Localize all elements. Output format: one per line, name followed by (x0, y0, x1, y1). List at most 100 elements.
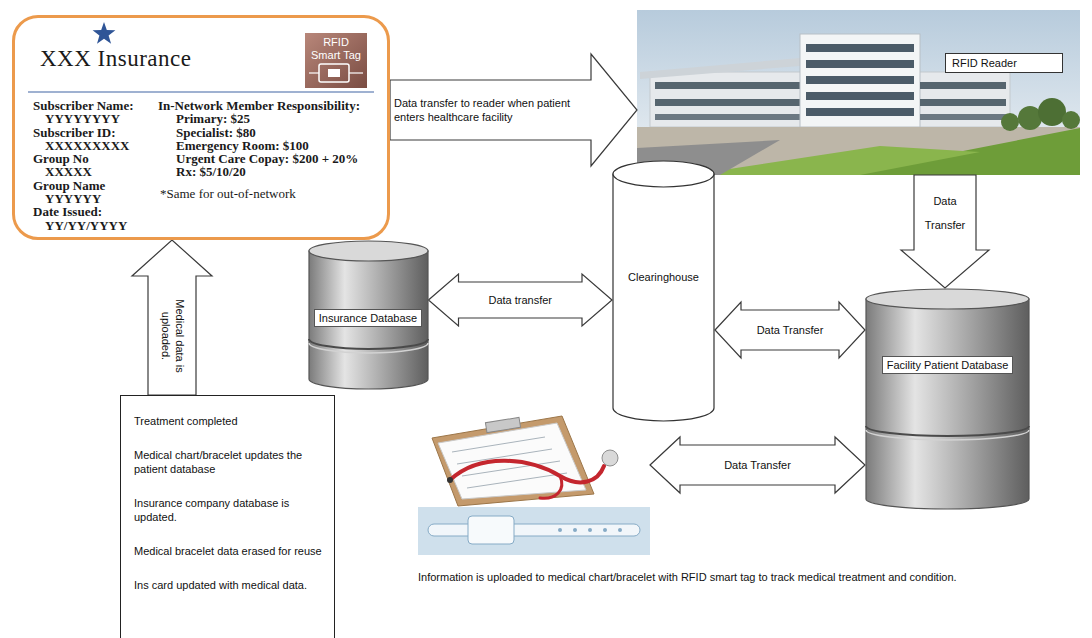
bracelet-hole (558, 528, 562, 532)
bracelet-hole (573, 528, 577, 532)
edge-label: Data transfer to reader when patient ent… (394, 96, 587, 124)
window-band (806, 92, 914, 100)
window-band (920, 82, 1006, 89)
text-column: In-Network Member Responsibility:Primary… (158, 99, 384, 200)
card-field: Subscriber Name: (33, 99, 153, 112)
clipboard-clip (485, 417, 520, 432)
building-tower (800, 34, 920, 127)
tag-label: RFID Smart Tag (305, 33, 367, 62)
cylinder-outline (865, 288, 1030, 510)
edge-label: Data Transfer (724, 458, 791, 472)
chart-line (467, 473, 567, 488)
bracelet-band (428, 524, 640, 536)
card-field: XXXXX (33, 165, 153, 178)
window-band (806, 108, 914, 116)
card-field: Emergency Room: $100 (158, 139, 384, 152)
edge-label-box: Data transfer (463, 284, 579, 316)
process-step: Medical bracelet data erased for reuse (134, 544, 324, 558)
block-arrow (429, 274, 613, 326)
building-canopy (640, 58, 800, 79)
window-band (806, 76, 914, 84)
reader-photo: RFID Reader (637, 10, 1080, 175)
tree (1001, 113, 1019, 131)
card-field: Primary: $25 (158, 112, 384, 125)
window-band (655, 82, 800, 89)
window-band (920, 114, 1006, 120)
card-field: Specialist: $80 (158, 126, 384, 139)
tree (1062, 111, 1080, 129)
card-field: Group No (33, 152, 153, 165)
card-field: YY/YY/YYYY (33, 219, 153, 232)
window-band (806, 44, 914, 52)
cylinder-band (866, 430, 1029, 440)
building-photo (637, 10, 1080, 175)
edge-label: Data transfer (488, 293, 552, 307)
block-arrow (715, 302, 865, 358)
chip-core (328, 69, 340, 77)
edge-label-box: Medical data is uploaded. (158, 280, 186, 391)
star-logo (93, 22, 116, 44)
card-field: In-Network Member Responsibility: (158, 99, 384, 112)
cylinder-band (309, 339, 428, 349)
insurance-card: XXX InsuranceSubscriber Name:YYYYYYYYSub… (12, 15, 390, 240)
chip-lead (349, 72, 363, 73)
clearinghouse-cylinder: Clearinghouse (612, 160, 715, 422)
database-label: Insurance Database (314, 309, 422, 327)
cylinder-top (613, 161, 714, 187)
card-field: Group Name (33, 179, 153, 192)
window-band (655, 99, 800, 106)
edge-label: Data Transfer (757, 323, 824, 337)
card-field: YYYYYY (33, 192, 153, 205)
tag-background (305, 33, 367, 88)
bracelet-hole (603, 528, 607, 532)
edge-label-box: Data transfer to reader when patient ent… (394, 82, 587, 138)
process-step: Insurance company database is updated. (134, 496, 324, 524)
stethoscope-earpiece (447, 477, 453, 483)
edge-label: Medical data is uploaded. (158, 280, 186, 391)
stethoscope-tube (450, 461, 604, 483)
database-label: Clearinghouse (628, 270, 699, 284)
chart-bracelet: Information is uploaded to medical chart… (418, 410, 650, 555)
tree (1038, 98, 1066, 126)
edge-label-box: Data Transfer (745, 312, 835, 348)
text-column: Subscriber Name:YYYYYYYYSubscriber ID:XX… (33, 99, 153, 232)
process-step: Treatment completed (134, 414, 324, 428)
card-title: XXX Insurance (40, 46, 270, 72)
rfid-tag-image (305, 33, 367, 88)
card-field: Date Issued: (33, 205, 153, 218)
photo-label: RFID Reader (945, 53, 1063, 73)
cylinder-top (866, 289, 1029, 309)
chip-outline (319, 64, 349, 82)
bracelet-background (418, 507, 650, 555)
card-field: XXXXXXXXX (33, 139, 153, 152)
card-note: *Same for out-of-network (158, 187, 384, 200)
process-step: Ins card updated with medical data. (134, 578, 324, 592)
window-band (806, 60, 914, 68)
cylinder-body (866, 299, 1029, 509)
database-label: Facility Patient Database (882, 356, 1014, 374)
process-step: Medical chart/bracelet updates the patie… (134, 448, 324, 476)
card-field: Urgent Care Copay: $200 + 20% (158, 152, 384, 165)
cylinder-outline (612, 160, 715, 422)
card-field: Rx: $5/10/20 (158, 165, 384, 178)
rfid-tag: RFID Smart Tag (305, 33, 367, 88)
stethoscope-tube (540, 476, 562, 498)
bracelet-tag (468, 516, 514, 544)
bracelet-hole (618, 528, 622, 532)
chart-bracelet-photo (418, 416, 650, 555)
window-band (920, 99, 1006, 106)
block-arrow (390, 54, 637, 166)
database-cylinder: Facility Patient Database (865, 288, 1030, 510)
database-cylinder: Insurance Database (308, 240, 429, 390)
process-box: Treatment completedMedical chart/bracele… (120, 395, 335, 638)
edge-label: Data Transfer (917, 189, 973, 237)
sky (637, 10, 1080, 175)
chip-lead (309, 72, 319, 73)
cylinder-body (309, 251, 428, 389)
edge-label-box: Data Transfer (917, 179, 973, 246)
window-band (655, 114, 800, 120)
cylinder-band (309, 343, 428, 353)
card-field: Subscriber ID: (33, 126, 153, 139)
card-rule (28, 91, 374, 93)
